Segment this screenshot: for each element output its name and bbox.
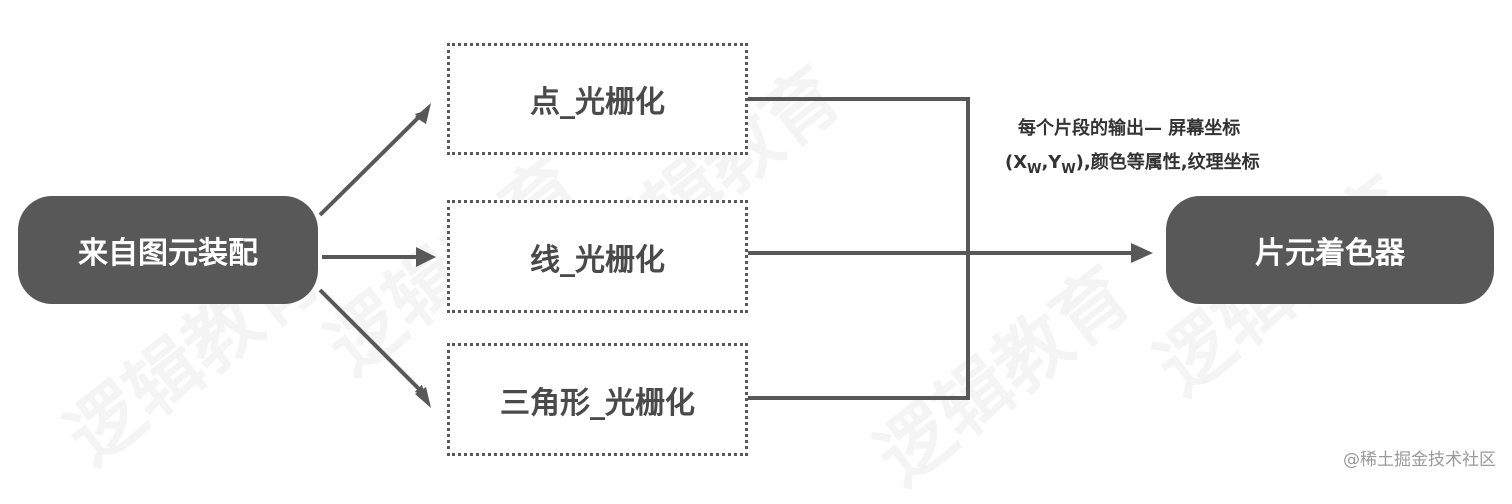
arrow-to-point-raster bbox=[318, 110, 426, 217]
primitive-assembly-label: 来自图元装配 bbox=[78, 236, 258, 271]
annotation-y-text: ,Y bbox=[1041, 152, 1062, 173]
point-raster-node: 点_光栅化 bbox=[447, 43, 748, 155]
primitive-assembly-node: 来自图元装配 bbox=[18, 196, 318, 304]
line-raster-label: 线_光栅化 bbox=[530, 242, 665, 278]
point-raster-label: 点_光栅化 bbox=[530, 85, 665, 120]
arrowhead-fragment bbox=[1131, 243, 1153, 263]
annotation-x-subscript: W bbox=[1027, 162, 1042, 177]
triangle-raster-label: 三角形_光栅化 bbox=[500, 385, 695, 421]
line-raster-node: 线_光栅化 bbox=[447, 200, 748, 313]
fragment-shader-label: 片元着色器 bbox=[1255, 236, 1405, 271]
output-annotation-line2: (XW,YW),颜色等属性,纹理坐标 bbox=[1005, 148, 1260, 177]
connector-from-point-raster bbox=[748, 97, 970, 250]
connector-from-triangle-raster bbox=[748, 250, 970, 400]
arrowhead-line bbox=[416, 247, 436, 267]
fragment-shader-node: 片元着色器 bbox=[1166, 196, 1494, 304]
connector-layer bbox=[318, 97, 1153, 408]
annotation-attributes-text: ),颜色等属性,纹理坐标 bbox=[1075, 152, 1260, 173]
annotation-x-text: (X bbox=[1005, 152, 1028, 173]
output-annotation-line1: 每个片段的输出— 屏幕坐标 bbox=[1018, 118, 1241, 139]
arrowhead-point bbox=[415, 103, 431, 124]
corner-credit: @稀土掘金技术社区 bbox=[1343, 450, 1496, 470]
triangle-raster-node: 三角形_光栅化 bbox=[447, 343, 748, 456]
annotation-y-subscript: W bbox=[1061, 162, 1076, 177]
arrowhead-triangle bbox=[415, 387, 431, 408]
arrow-to-triangle-raster bbox=[318, 288, 426, 396]
